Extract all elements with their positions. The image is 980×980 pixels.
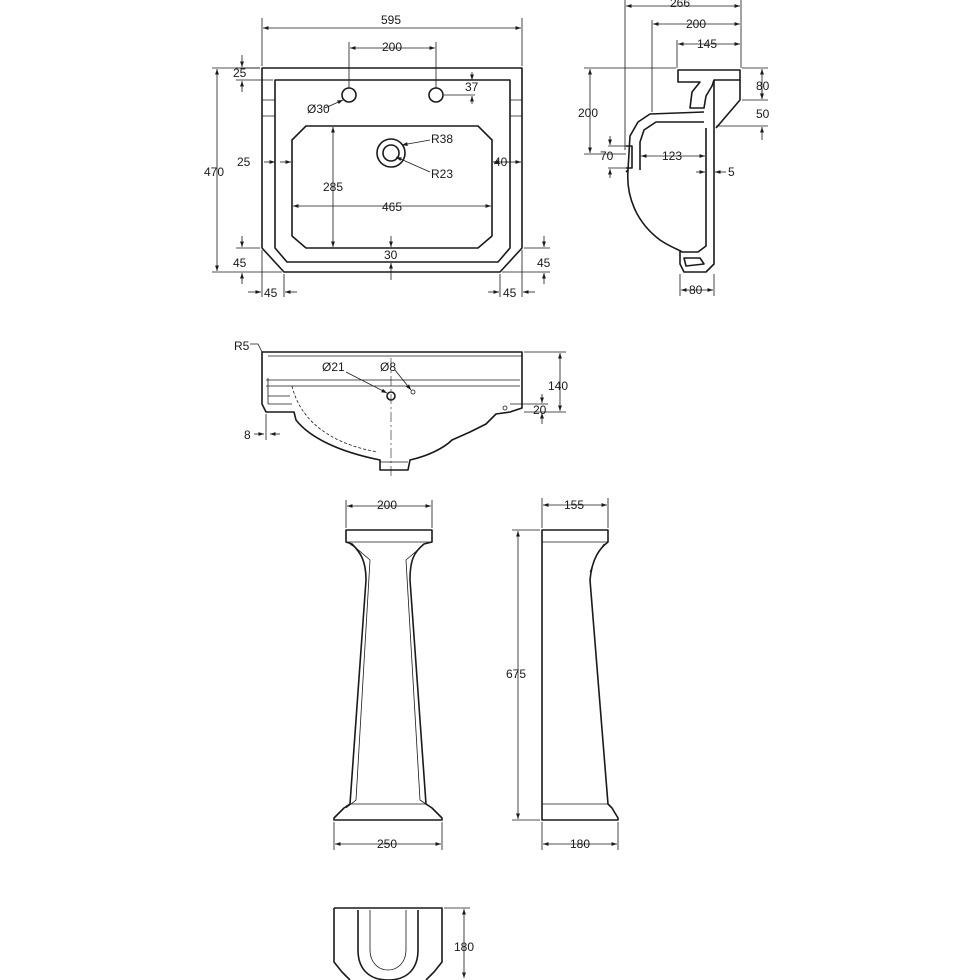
dim-tap-hole-centres: 200 [382,40,402,54]
pedestal-plan-outline [333,907,443,980]
pedestal-side-view: 155 675 180 [506,498,619,851]
dim-wall-thickness: 5 [728,165,735,179]
dim-side-margin-right: 40 [494,155,508,169]
dim-projection-mid: 200 [686,17,706,31]
dim-overflow-length: 123 [662,149,682,163]
basin-rim-outline [274,79,511,263]
dim-section-height: 200 [578,106,598,120]
dim-rim-depth-back: 25 [233,66,247,80]
dim-pedestal-plan-depth: 180 [454,940,474,954]
dim-tap-hole-diameter: Ø30 [307,102,330,116]
dim-waste-diameter: Ø21 [322,360,345,374]
dim-pedestal-side-top: 155 [564,498,584,512]
dim-chamfer-side-right: 45 [537,256,551,270]
dim-front-height: 140 [548,379,568,393]
dim-overall-projection: 266 [670,0,690,10]
waste-inner [382,144,400,162]
basin-top-view: 595 200 25 37 Ø30 R38 R23 25 40 470 [204,13,551,300]
dim-side-margin-left: 25 [237,155,251,169]
pedestal-plan-view: 180 [333,907,474,980]
section-bowl [626,128,707,253]
basin-outline [261,67,523,273]
pedestal-side-outline [541,529,619,821]
dim-chamfer-front-right: 45 [503,286,517,300]
dim-waste-width: 80 [689,283,703,297]
dim-tap-hole-offset: 37 [465,80,479,94]
dim-waste-inner-radius: R23 [431,167,453,181]
dim-bowl-depth: 285 [323,180,343,194]
dim-chamfer-front-left: 45 [264,286,278,300]
dim-projection-rim: 145 [697,37,717,51]
dim-wall-gap: 70 [600,149,614,163]
dim-pedestal-bottom-width: 250 [377,837,397,851]
basin-front-outline [261,351,523,471]
dim-waste-outer-radius: R38 [431,132,453,146]
dim-rim-radius: R5 [234,339,250,353]
basin-side-section: 266 200 145 200 80 50 70 123 5 [578,0,770,297]
dim-overflow-diameter: Ø8 [380,360,396,374]
dim-pedestal-side-bottom: 180 [570,837,590,851]
pedestal-front-view: 200 250 [333,498,443,851]
dim-front-margin: 30 [384,248,398,262]
dim-bowl-width: 465 [382,200,402,214]
dim-rim-step: 20 [533,403,547,417]
section-rim [677,69,741,109]
tap-hole-right [428,87,444,103]
dim-pedestal-top-width: 200 [377,498,397,512]
dim-overall-width: 595 [381,13,401,27]
tap-hole-left [341,87,357,103]
dim-overflow-drop: 50 [756,107,770,121]
dim-overall-depth: 470 [204,165,224,179]
pedestal-front-outline [333,529,443,821]
waste-outer [376,138,406,168]
dim-base-offset: 8 [244,428,251,442]
basin-front-view: R5 Ø21 Ø8 140 20 8 [234,339,568,478]
dim-chamfer-side-left: 45 [233,256,247,270]
bowl-outline [291,125,493,249]
dim-rim-height: 80 [756,79,770,93]
dim-pedestal-height: 675 [506,667,526,681]
